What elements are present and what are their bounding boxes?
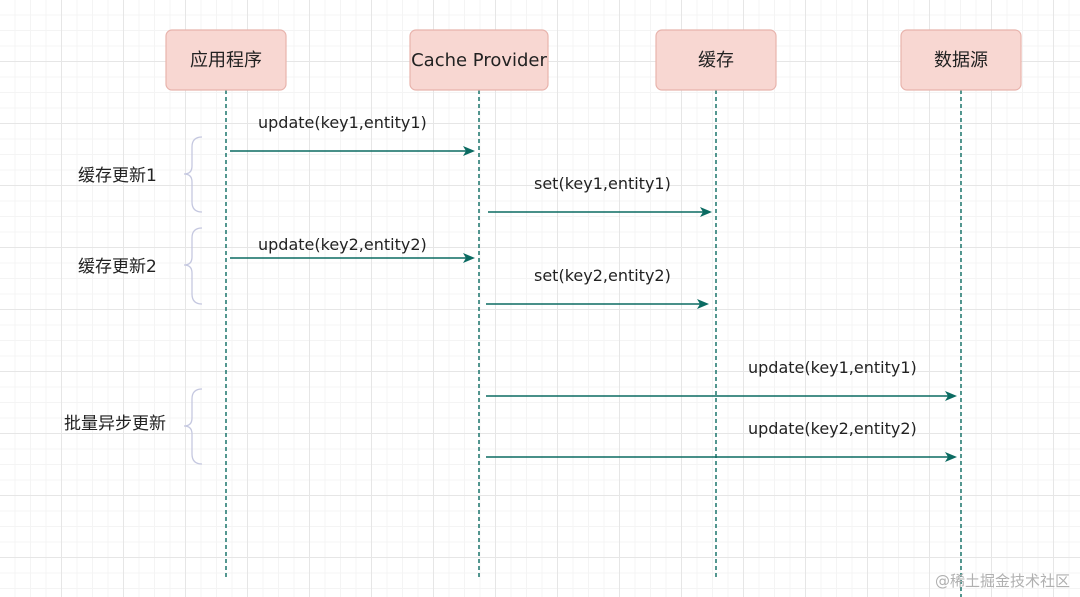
message-update-key2-datasource: update(key2,entity2) (486, 419, 957, 462)
actor-cache: 缓存 (655, 29, 777, 91)
arrowhead-icon (463, 253, 475, 263)
message-update-key1-cache-provider: update(key1,entity1) (230, 113, 475, 156)
watermark: @稀土掘金技术社区 (935, 572, 1070, 590)
actor-label: 缓存 (698, 50, 734, 71)
actor-label: Cache Provider (411, 50, 547, 71)
arrowhead-icon (697, 299, 709, 309)
message-update-key1-datasource: update(key1,entity1) (486, 358, 957, 401)
group-cache-update-2: 缓存更新2 (78, 227, 203, 305)
group-label: 批量异步更新 (64, 414, 166, 434)
arrowhead-icon (945, 452, 957, 462)
message-label: set(key2,entity2) (534, 266, 671, 285)
group-cache-update-1: 缓存更新1 (78, 136, 203, 213)
group-label: 缓存更新1 (78, 166, 157, 186)
message-label: update(key1,entity1) (748, 358, 917, 377)
message-label: update(key1,entity1) (258, 113, 427, 132)
left-brace-icon (183, 136, 203, 213)
message-set-key2-cache: set(key2,entity2) (486, 266, 709, 309)
message-label: update(key2,entity2) (748, 419, 917, 438)
message-set-key1-cache: set(key1,entity1) (488, 174, 712, 217)
message-update-key2-cache-provider: update(key2,entity2) (230, 235, 475, 263)
actor-cache-provider: Cache Provider (409, 29, 549, 91)
arrowhead-icon (945, 391, 957, 401)
actor-label: 数据源 (934, 50, 988, 71)
message-label: set(key1,entity1) (534, 174, 671, 193)
arrowhead-icon (463, 146, 475, 156)
arrowhead-icon (700, 207, 712, 217)
left-brace-icon (183, 227, 203, 305)
group-batch-async-update: 批量异步更新 (64, 388, 203, 465)
actor-datasource: 数据源 (900, 29, 1022, 91)
left-brace-icon (183, 388, 203, 465)
message-label: update(key2,entity2) (258, 235, 427, 254)
actor-label: 应用程序 (190, 50, 262, 71)
actor-app: 应用程序 (165, 29, 287, 91)
group-label: 缓存更新2 (78, 257, 157, 277)
